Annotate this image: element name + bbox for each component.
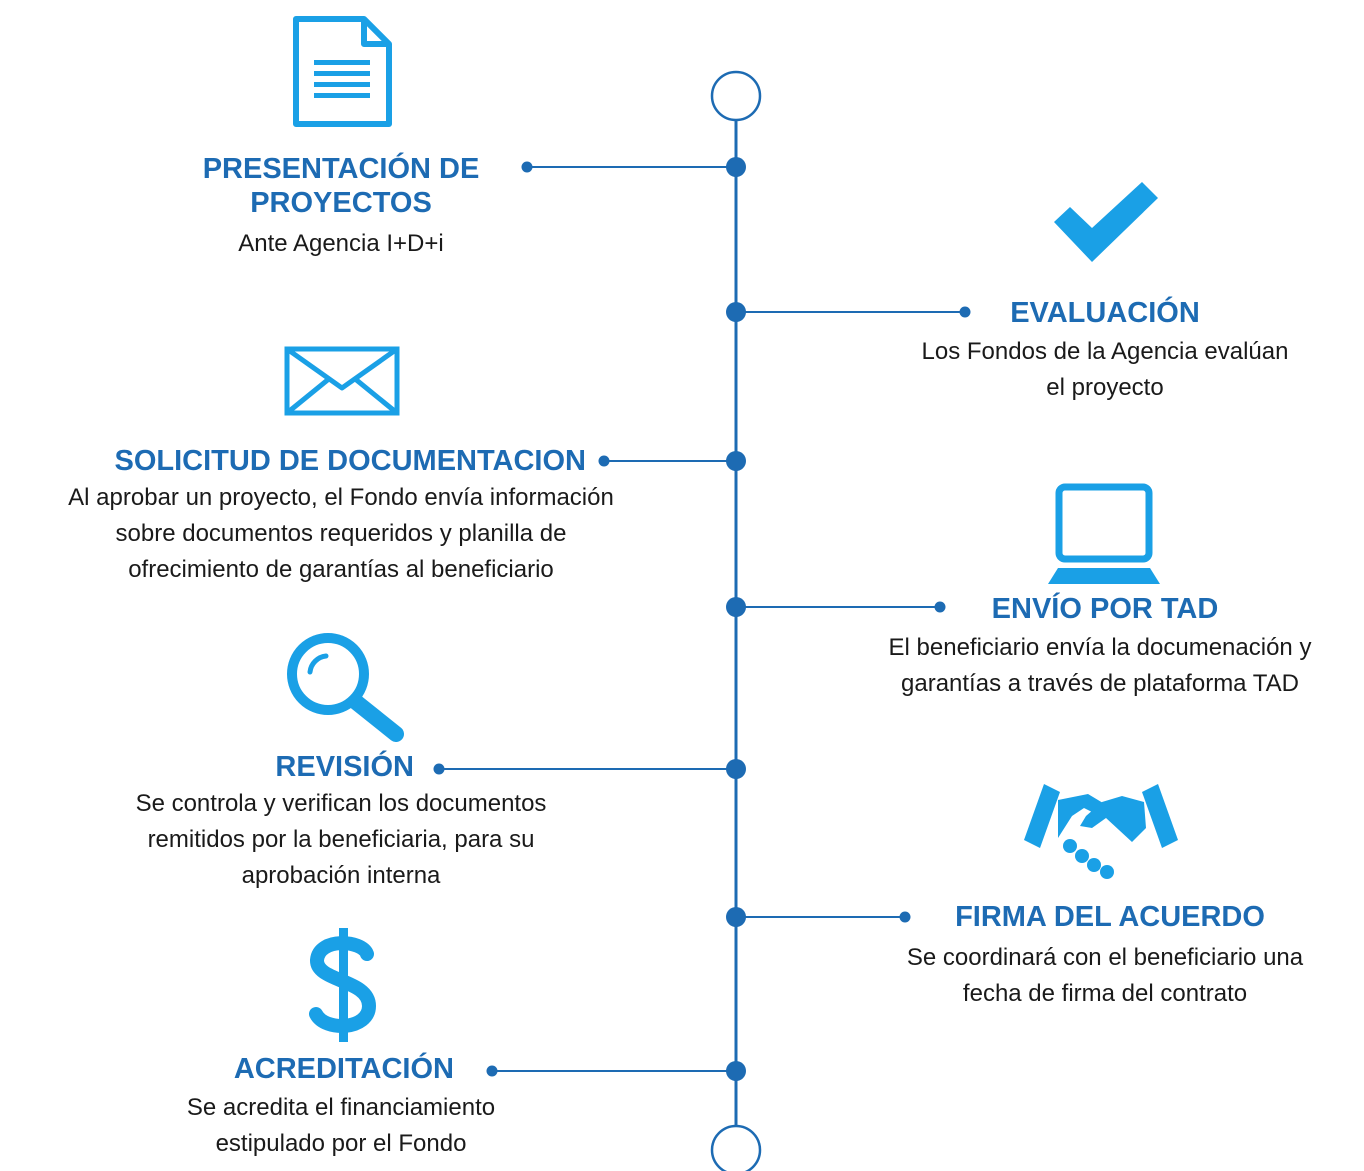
step-5-description: Se controla y verifican los documentos r… [135,790,547,889]
step-1-title: PRESENTACIÓN DE PROYECTOS [202,153,480,219]
step-2-title: EVALUACIÓN [1010,297,1200,329]
envelope-icon [284,346,400,416]
step-7-title: ACREDITACIÓN [233,1053,454,1085]
step-2-description: Los Fondos de la Agencia evalúan el proy… [921,338,1289,401]
timeline-start-circle [710,70,762,122]
step-4-description: El beneficiario envía la documenación y … [888,634,1312,697]
timeline-node [726,1061,746,1081]
document-icon [293,16,392,127]
step-6-description: Se coordinará con el beneficiario una fe… [906,944,1304,1007]
connector-dot [934,601,946,613]
step-7-description: Se acredita el financiamiento estipulado… [186,1094,496,1157]
connector-dot [486,1065,498,1077]
connector-dot [899,911,911,923]
step-3-description: Al aprobar un proyecto, el Fondo envía i… [68,484,614,583]
timeline-end-circle [710,1124,762,1171]
timeline-node [726,759,746,779]
timeline-node [726,597,746,617]
timeline-node [726,157,746,177]
checkmark-icon [1054,182,1158,262]
step-6-title: FIRMA DEL ACUERDO [955,901,1265,933]
handshake-icon [1024,784,1178,879]
timeline-node [726,302,746,322]
timeline-node [726,451,746,471]
step-5-title: REVISIÓN [275,751,414,783]
step-3-title: SOLICITUD DE DOCUMENTACION [114,445,586,477]
dollar-icon [309,928,377,1042]
connector-dot [598,455,610,467]
step-4-title: ENVÍO POR TAD [991,593,1219,625]
connector-dot [433,763,445,775]
connector-dot [959,306,971,318]
step-1-description: Ante Agencia I+D+i [238,230,444,257]
timeline-node [726,907,746,927]
laptop-icon [1048,483,1160,584]
magnifier-icon [287,633,404,742]
connector-dot [521,161,533,173]
